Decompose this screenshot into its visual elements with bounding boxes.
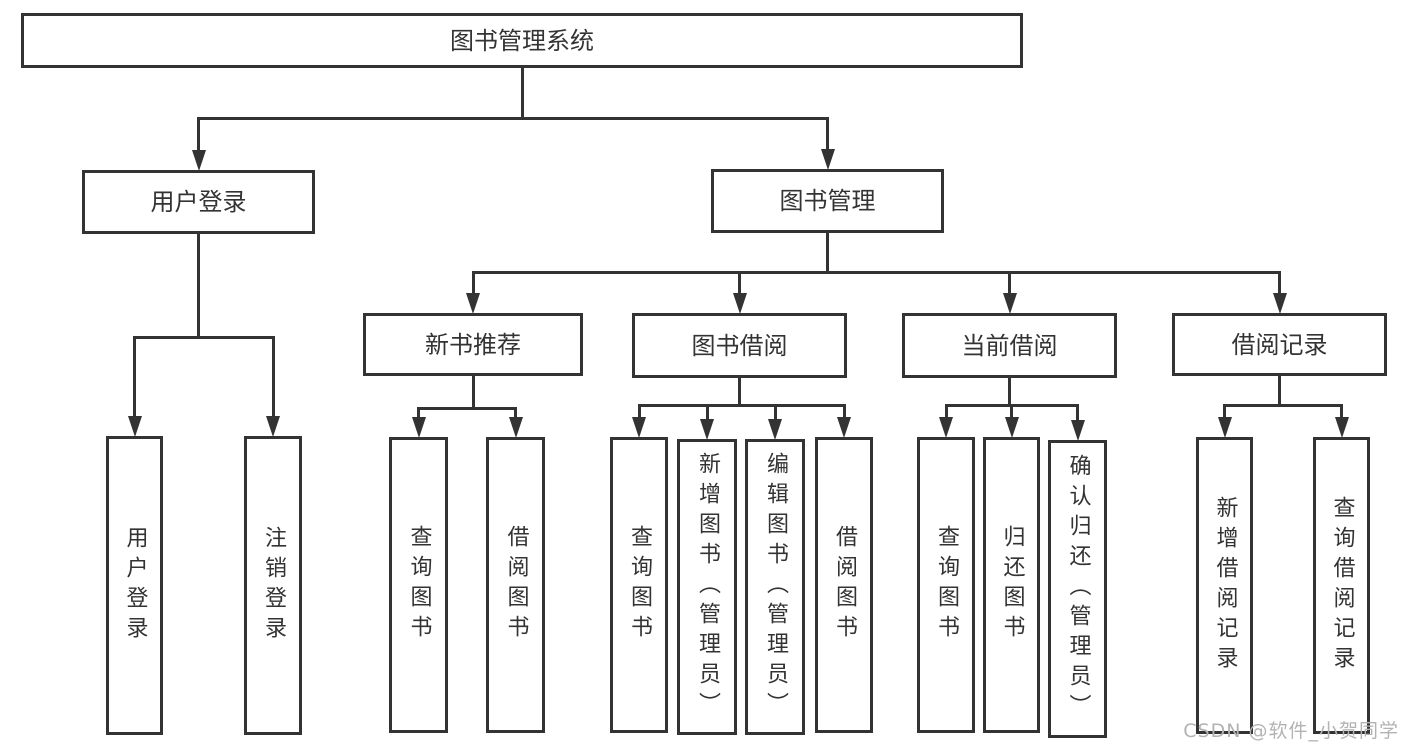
node-label: 用户登录 xyxy=(122,525,148,646)
connector-line xyxy=(842,405,846,419)
down-arrow-icon xyxy=(732,293,747,314)
connector-line xyxy=(471,376,475,410)
node-label: 图书借阅 xyxy=(691,331,788,360)
connector-line xyxy=(705,405,709,421)
connector-line xyxy=(197,118,200,152)
node-bb-edit: 编辑图书（管理员） xyxy=(745,439,805,735)
down-arrow-icon xyxy=(1334,417,1349,438)
node-label: 查询图书 xyxy=(406,525,432,645)
down-arrow-icon xyxy=(837,417,851,438)
node-br-query: 查询借阅记录 xyxy=(1313,437,1370,734)
down-arrow-icon xyxy=(466,293,480,314)
down-arrow-icon xyxy=(820,149,835,170)
down-arrow-icon xyxy=(266,416,280,437)
node-new-book-rec: 新书推荐 xyxy=(363,313,583,376)
connector-line xyxy=(197,234,200,339)
node-label: 确认归还（管理员） xyxy=(1065,454,1091,724)
down-arrow-icon xyxy=(1217,417,1232,438)
node-label: 当前借阅 xyxy=(961,331,1058,360)
node-label: 查询图书 xyxy=(627,525,652,645)
node-nb-query: 查询图书 xyxy=(389,437,448,733)
node-label: 编辑图书（管理员） xyxy=(763,452,788,722)
node-root: 图书管理系统 xyxy=(21,13,1023,68)
node-br-add: 新增借阅记录 xyxy=(1196,437,1253,734)
connector-line xyxy=(471,272,475,295)
connector-line xyxy=(826,118,829,151)
down-arrow-icon xyxy=(700,419,714,440)
connector-line xyxy=(738,378,741,407)
node-label: 借阅记录 xyxy=(1231,330,1328,359)
connector-line xyxy=(133,337,136,418)
node-nb-borrow: 借阅图书 xyxy=(486,437,545,733)
connector-line xyxy=(773,405,777,421)
connector-line xyxy=(514,408,517,419)
connector-line xyxy=(417,406,517,410)
down-arrow-icon xyxy=(1002,293,1017,314)
node-borrow-records: 借阅记录 xyxy=(1172,313,1387,376)
connector-line xyxy=(738,272,741,295)
node-label: 归还图书 xyxy=(999,525,1025,645)
connector-line xyxy=(471,270,1281,274)
connector-line xyxy=(1076,405,1079,422)
connector-line xyxy=(1010,405,1013,419)
connector-line xyxy=(1008,378,1011,407)
down-arrow-icon xyxy=(939,417,953,438)
connector-line xyxy=(1223,405,1226,419)
node-label: 新书推荐 xyxy=(425,330,521,359)
connector-line xyxy=(637,405,641,419)
connector-line xyxy=(1340,405,1343,419)
down-arrow-icon xyxy=(191,150,206,171)
node-leaf-user-login: 用户登录 xyxy=(106,436,163,735)
node-book-borrow: 图书借阅 xyxy=(632,313,847,378)
connector-line xyxy=(944,405,948,419)
node-label: 新增图书（管理员） xyxy=(695,452,720,722)
down-arrow-icon xyxy=(1272,293,1287,314)
connector-line xyxy=(520,68,524,120)
csdn-watermark: CSDN @软件_小贺同学 xyxy=(1183,720,1399,742)
connector-line xyxy=(637,403,846,407)
node-cb-return: 归还图书 xyxy=(983,437,1040,733)
connector-line xyxy=(1278,376,1281,407)
node-leaf-logout: 注销登录 xyxy=(244,436,302,735)
node-cb-query: 查询图书 xyxy=(917,437,975,733)
node-bb-query: 查询图书 xyxy=(610,437,668,733)
node-label: 借阅图书 xyxy=(832,525,857,645)
connector-line xyxy=(1223,403,1343,407)
down-arrow-icon xyxy=(1070,420,1085,441)
node-book-mgmt: 图书管理 xyxy=(711,169,944,233)
down-arrow-icon xyxy=(768,419,782,440)
down-arrow-icon xyxy=(508,417,523,438)
node-label: 查询借阅记录 xyxy=(1329,495,1355,676)
connector-line xyxy=(1008,272,1011,295)
node-bb-add: 新增图书（管理员） xyxy=(677,439,737,735)
node-cb-confirm: 确认归还（管理员） xyxy=(1048,440,1107,738)
down-arrow-icon xyxy=(1004,417,1019,438)
node-user-login: 用户登录 xyxy=(82,170,315,234)
node-label: 图书管理 xyxy=(779,187,876,215)
node-label: 借阅图书 xyxy=(503,525,529,645)
node-label: 图书管理系统 xyxy=(450,26,594,55)
connector-line xyxy=(133,335,275,339)
connector-line xyxy=(1278,272,1281,295)
node-label: 新增借阅记录 xyxy=(1212,495,1238,676)
connector-line xyxy=(826,233,829,274)
node-label: 注销登录 xyxy=(261,525,286,646)
node-label: 用户登录 xyxy=(150,188,247,216)
down-arrow-icon xyxy=(632,417,646,438)
node-current-borrow: 当前借阅 xyxy=(902,313,1117,378)
down-arrow-icon xyxy=(127,416,142,437)
down-arrow-icon xyxy=(411,417,426,438)
connector-line xyxy=(197,116,829,120)
node-label: 查询图书 xyxy=(934,525,959,645)
node-bb-borrow: 借阅图书 xyxy=(815,437,873,733)
connector-line xyxy=(271,337,275,418)
connector-line xyxy=(417,408,420,419)
